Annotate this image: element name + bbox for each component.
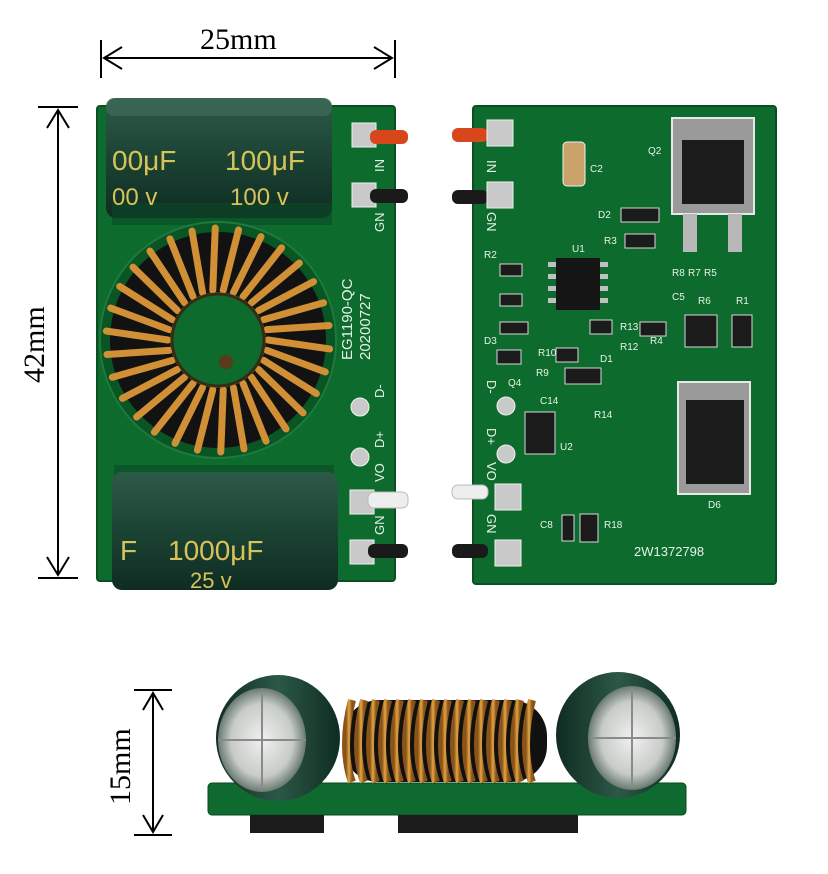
width-dimension (100, 40, 396, 78)
label-c14: C14 (540, 396, 559, 407)
c2-capacitor (562, 141, 586, 187)
back-pin-labels: IN GN D- D+ VO GN (484, 160, 499, 534)
label-r18: R18 (604, 520, 623, 531)
top-cap-voltage-right: 100 v (230, 184, 289, 211)
label-r6: R6 (698, 296, 711, 307)
back-pin-gn2: GN (484, 514, 499, 534)
back-wire-black (452, 190, 488, 204)
front-wire-red (370, 130, 408, 144)
front-pcb: 00μF 100μF 00 v 100 v EG1190-QC 20200727 (96, 98, 409, 593)
label-r12: R12 (620, 342, 639, 353)
label-r8: R8 (672, 268, 685, 279)
side-right-capacitor (556, 672, 680, 798)
front-pads (349, 122, 377, 565)
bottom-cap-left-text: F (120, 535, 137, 566)
toroid-inductor (99, 221, 337, 459)
model-text: EG1190-QC (339, 278, 356, 360)
label-r5: R5 (704, 268, 717, 279)
d6-diode (677, 381, 751, 495)
back-pcb: IN GN D- D+ VO GN (451, 105, 777, 585)
back-wire-white (451, 484, 489, 500)
label-q4: Q4 (508, 378, 522, 389)
front-wire-black (370, 189, 408, 203)
label-u2: U2 (560, 442, 573, 453)
back-component-labels: Q2 C2 D2 R3 U1 R2 R1 R8 R7 R5 C5 R6 R4 R… (484, 146, 749, 531)
front-wire-white (367, 491, 409, 509)
label-r3: R3 (604, 236, 617, 247)
front-pin-dplus: D+ (372, 431, 387, 448)
back-pin-in: IN (484, 160, 499, 173)
depth-label: 15mm (104, 728, 137, 805)
label-d1: D1 (600, 354, 613, 365)
label-d6: D6 (708, 500, 721, 511)
front-wire-black-2 (368, 544, 408, 558)
label-d3: D3 (484, 336, 497, 347)
label-r14: R14 (594, 410, 613, 421)
label-r4: R4 (650, 336, 663, 347)
front-pin-gn2: GN (372, 516, 387, 536)
back-pin-dminus: D- (484, 380, 499, 394)
label-r10: R10 (538, 348, 557, 359)
front-pin-gn: GN (372, 213, 387, 233)
bottom-cap-voltage: 25 v (190, 568, 232, 593)
bottom-capacitor: F 1000μF 25 v (112, 465, 338, 593)
back-pin-vo: VO (484, 462, 499, 481)
label-c5: C5 (672, 292, 685, 303)
label-c8: C8 (540, 520, 553, 531)
back-small-components (496, 207, 753, 543)
label-r2: R2 (484, 250, 497, 261)
back-wire-black-2 (452, 544, 488, 558)
label-r13: R13 (620, 322, 639, 333)
u1-chip (548, 258, 608, 310)
side-coil (342, 698, 547, 784)
front-silkscreen: EG1190-QC 20200727 (339, 278, 374, 360)
front-pin-labels: IN GN D- D+ VO GN (372, 159, 387, 535)
label-r9: R9 (536, 368, 549, 379)
back-pads (486, 119, 522, 567)
q2-transistor (671, 117, 755, 252)
top-cap-right-text: 100μF (225, 145, 305, 176)
back-wire-red (452, 128, 488, 142)
side-view (207, 672, 687, 833)
label-d2: D2 (598, 210, 611, 221)
top-cap-voltage-left: 00 v (112, 184, 157, 211)
label-u1: U1 (572, 244, 585, 255)
front-pin-vo: VO (372, 463, 387, 482)
label-c2: C2 (590, 164, 603, 175)
label-r7: R7 (688, 268, 701, 279)
height-dimension (38, 106, 78, 579)
height-label: 42mm (18, 306, 51, 383)
back-pin-dplus: D+ (484, 428, 499, 445)
front-pin-in: IN (372, 159, 387, 172)
date-text: 20200727 (357, 293, 374, 360)
depth-dimension (134, 689, 172, 836)
side-left-capacitor (216, 675, 340, 801)
width-label: 25mm (200, 23, 277, 56)
bottom-cap-right-text: 1000μF (168, 535, 264, 566)
front-pin-dminus: D- (372, 384, 387, 398)
back-pin-gn: GN (484, 212, 499, 232)
label-q2: Q2 (648, 146, 662, 157)
top-capacitor: 00μF 100μF 00 v 100 v (106, 98, 332, 225)
back-serial-number: 2W1372798 (634, 544, 704, 559)
top-cap-left-text: 00μF (112, 145, 176, 176)
label-r1: R1 (736, 296, 749, 307)
